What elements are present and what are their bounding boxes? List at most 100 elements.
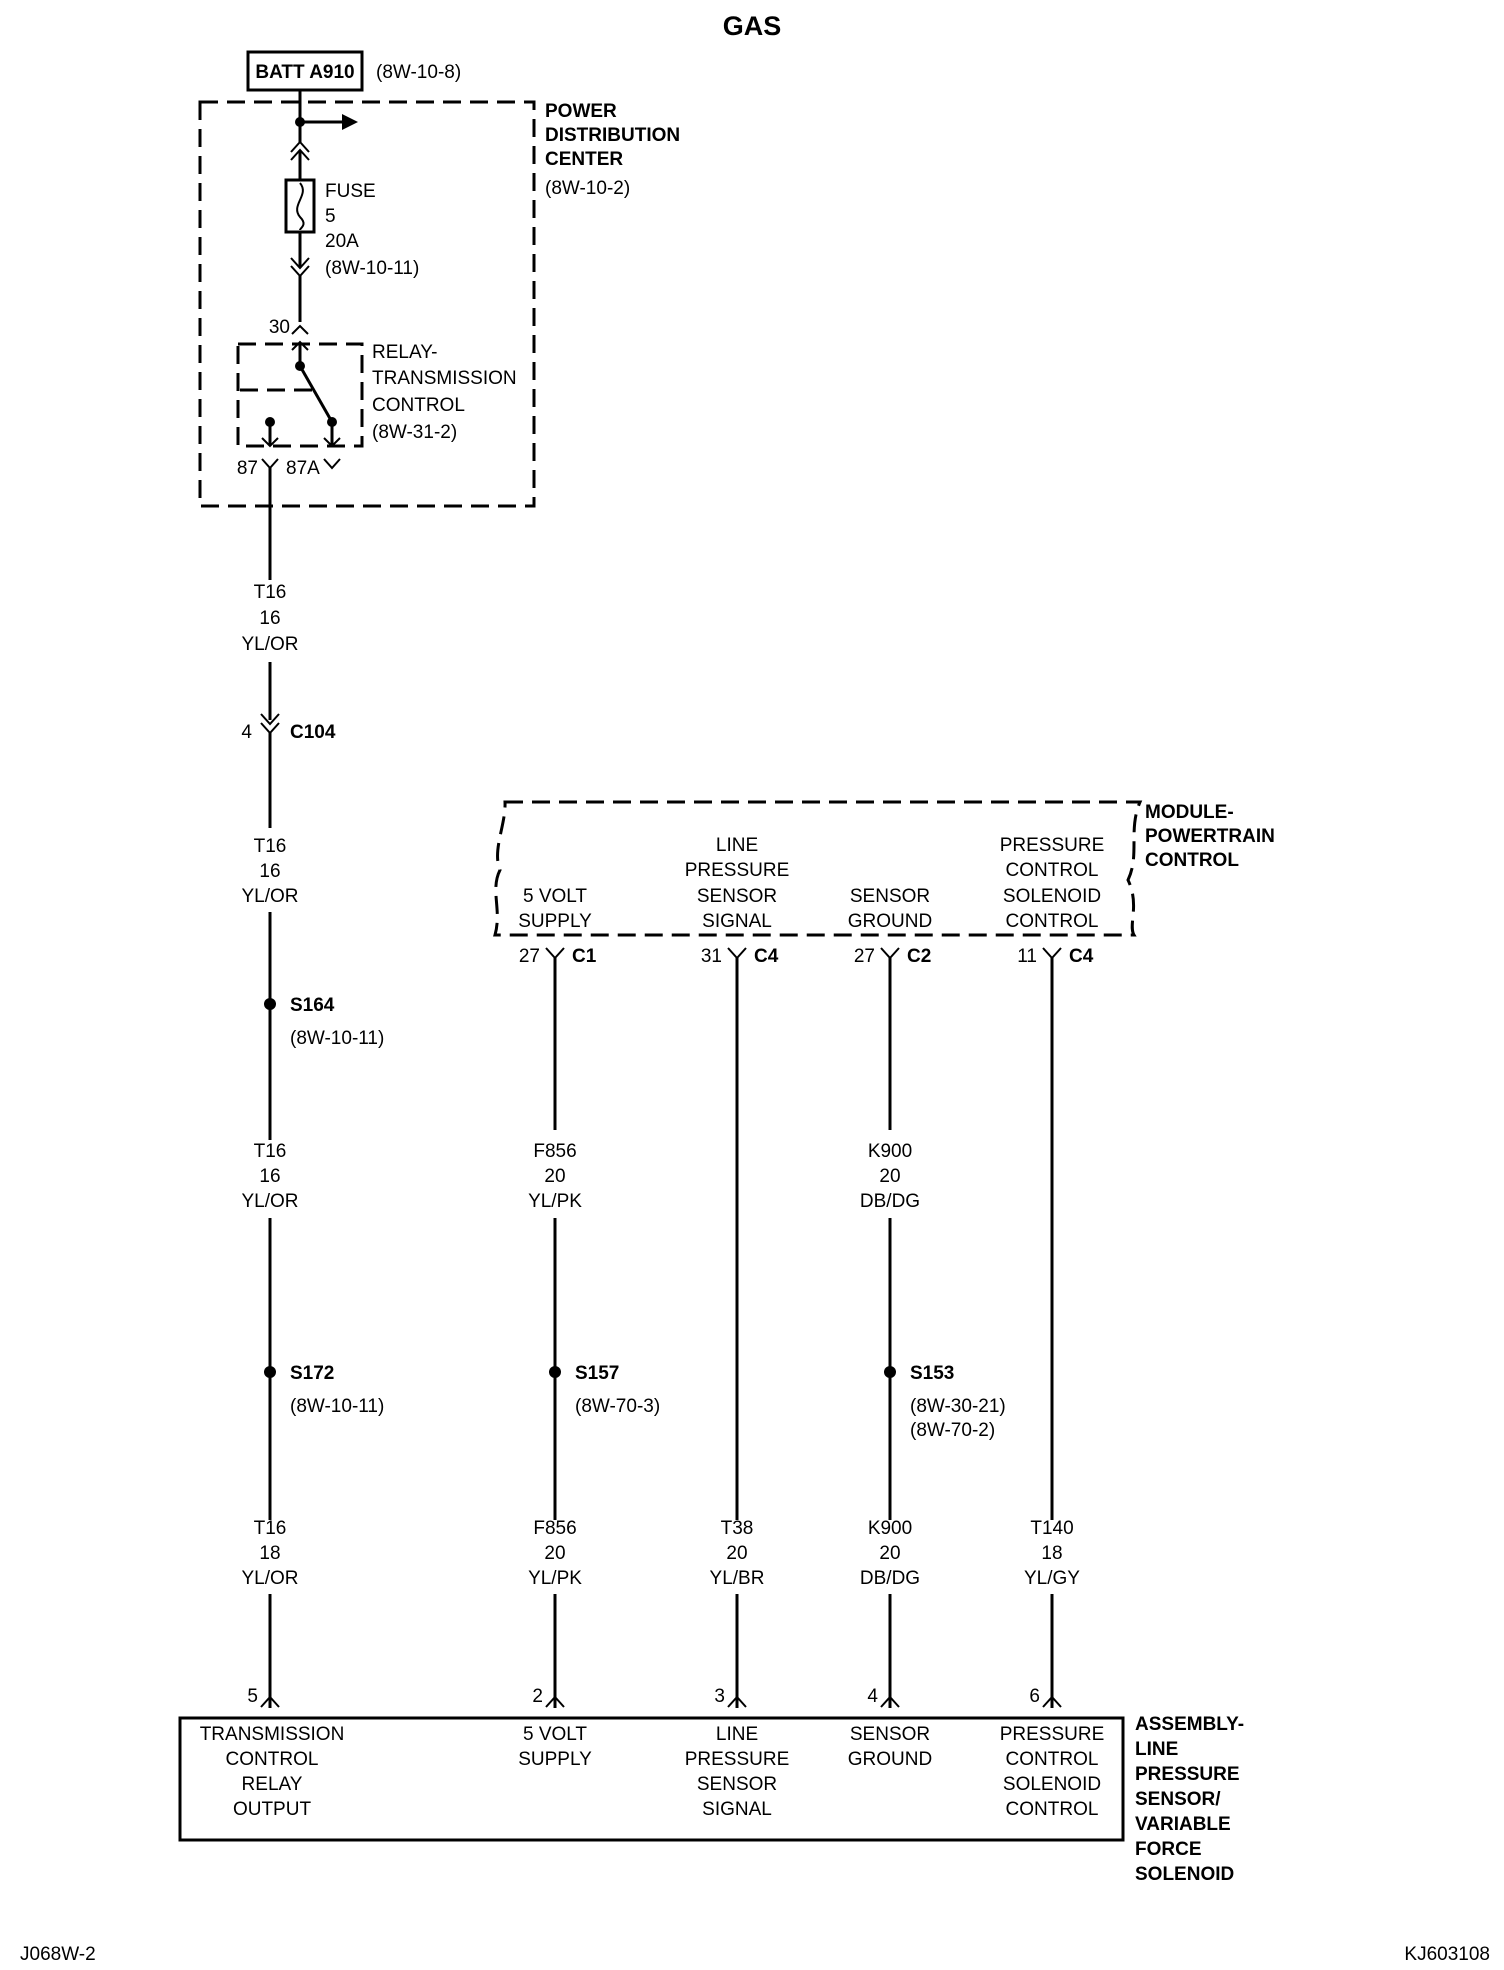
s172-name: S172 [290, 1363, 334, 1384]
relay-pin-30: 30 [269, 317, 290, 338]
pcm-conn-c4b: C4 [1069, 946, 1094, 967]
t16-seg3-gauge: 16 [259, 1166, 280, 1187]
asm-tcr-label-1: TRANSMISSION [200, 1724, 345, 1745]
asm-5v-label-2: SUPPLY [518, 1749, 592, 1770]
f856-bot-name: F856 [533, 1518, 576, 1539]
pcm-sg-label-2: GROUND [848, 911, 932, 932]
s157-ref: (8W-70-3) [575, 1396, 660, 1417]
k900-top-name: K900 [868, 1141, 912, 1162]
t16-seg3-name: T16 [254, 1141, 287, 1162]
pcm-conn-c1: C1 [572, 946, 597, 967]
pcm-box [493, 800, 1143, 937]
asm-lps-label-2: PRESSURE [685, 1749, 790, 1770]
k900-top-gauge: 20 [879, 1166, 900, 1187]
asm-title-3: PRESSURE [1135, 1764, 1240, 1785]
fuse-label-4: (8W-10-11) [325, 258, 419, 279]
asm-pin-6: 6 [1029, 1686, 1040, 1707]
relay-label-2: TRANSMISSION [372, 368, 517, 389]
pcm-5v-label-2: SUPPLY [518, 911, 592, 932]
pcm-pcs-label-2: CONTROL [1006, 860, 1099, 881]
t16-seg4-name: T16 [254, 1518, 287, 1539]
asm-sg-label-1: SENSOR [850, 1724, 930, 1745]
f856-top-color: YL/PK [528, 1191, 582, 1212]
asm-pin-3: 3 [714, 1686, 725, 1707]
t16-seg1-color: YL/OR [241, 634, 298, 655]
t16-seg3-color: YL/OR [241, 1191, 298, 1212]
pcm-title-2: POWERTRAIN [1145, 826, 1275, 847]
t140-gauge: 18 [1041, 1543, 1062, 1564]
t16-seg4-gauge: 18 [259, 1543, 280, 1564]
footer-right: KJ603108 [1404, 1944, 1490, 1965]
c104-name: C104 [290, 722, 336, 743]
asm-pcs-label-3: SOLENOID [1003, 1774, 1101, 1795]
assembly-box [178, 1716, 1125, 1842]
k900-bot-color: DB/DG [860, 1568, 920, 1589]
asm-pcs-label-1: PRESSURE [1000, 1724, 1105, 1745]
s153-ref-2: (8W-70-2) [910, 1420, 995, 1441]
s164-ref: (8W-10-11) [290, 1028, 384, 1049]
f856-top-gauge: 20 [544, 1166, 565, 1187]
fuse-label-3: 20A [325, 231, 359, 252]
asm-tcr-label-3: RELAY [242, 1774, 303, 1795]
t38-color: YL/BR [710, 1568, 765, 1589]
pdc-title-3: CENTER [545, 149, 623, 170]
pcm-lps-label-2: PRESSURE [685, 860, 790, 881]
pcm-5v-label-1: 5 VOLT [523, 886, 587, 907]
relay-label-3: CONTROL [372, 395, 465, 416]
splice-s172 [264, 1366, 276, 1378]
asm-sg-label-2: GROUND [848, 1749, 932, 1770]
asm-title-4: SENSOR/ [1135, 1789, 1221, 1810]
t16-seg1-name: T16 [254, 582, 287, 603]
s172-ref: (8W-10-11) [290, 1396, 384, 1417]
t16-seg4-color: YL/OR [241, 1568, 298, 1589]
asm-pin-4: 4 [867, 1686, 878, 1707]
pcm-pin-27b: 27 [854, 946, 875, 967]
asm-tcr-label-2: CONTROL [226, 1749, 319, 1770]
asm-pcs-label-2: CONTROL [1006, 1749, 1099, 1770]
relay-label-1: RELAY- [372, 342, 437, 363]
relay-pin-87a: 87A [286, 458, 320, 479]
t16-seg1-gauge: 16 [259, 608, 280, 629]
splice-s157 [549, 1366, 561, 1378]
asm-lps-label-3: SENSOR [697, 1774, 777, 1795]
t140-name: T140 [1030, 1518, 1073, 1539]
k900-top-color: DB/DG [860, 1191, 920, 1212]
f856-bot-color: YL/PK [528, 1568, 582, 1589]
pcm-pin-11: 11 [1017, 946, 1037, 967]
t16-seg2-name: T16 [254, 836, 287, 857]
batt-ref: (8W-10-8) [376, 62, 461, 83]
splice-s164 [264, 998, 276, 1010]
t38-name: T38 [721, 1518, 754, 1539]
pcm-title-3: CONTROL [1145, 850, 1239, 871]
t16-seg2-color: YL/OR [241, 886, 298, 907]
asm-pin-2: 2 [532, 1686, 543, 1707]
bus-arrow [342, 114, 358, 130]
pdc-title-2: DISTRIBUTION [545, 125, 680, 146]
f856-bot-gauge: 20 [544, 1543, 565, 1564]
fuse-label-1: FUSE [325, 181, 376, 202]
pcm-pin-31: 31 [701, 946, 722, 967]
pcm-lps-label-4: SIGNAL [702, 911, 772, 932]
asm-tcr-label-4: OUTPUT [233, 1799, 312, 1820]
asm-lps-label-1: LINE [716, 1724, 758, 1745]
pcm-conn-c4a: C4 [754, 946, 779, 967]
asm-title-2: LINE [1135, 1739, 1178, 1760]
pdc-ref: (8W-10-2) [545, 178, 630, 199]
relay-label-4: (8W-31-2) [372, 422, 457, 443]
asm-5v-label-1: 5 VOLT [523, 1724, 587, 1745]
asm-lps-label-4: SIGNAL [702, 1799, 772, 1820]
t140-color: YL/GY [1024, 1568, 1080, 1589]
pcm-lps-label-3: SENSOR [697, 886, 777, 907]
k900-bot-gauge: 20 [879, 1543, 900, 1564]
s157-name: S157 [575, 1363, 619, 1384]
fuse-box [284, 178, 316, 234]
batt-label: BATT A910 [255, 62, 354, 83]
footer-left: J068W-2 [20, 1944, 96, 1965]
pcm-title-1: MODULE- [1145, 802, 1234, 823]
pcm-pcs-label-4: CONTROL [1006, 911, 1099, 932]
s164-name: S164 [290, 995, 335, 1016]
s153-name: S153 [910, 1363, 954, 1384]
pcm-conn-c2: C2 [907, 946, 931, 967]
pdc-box [198, 100, 536, 508]
pcm-pcs-label-1: PRESSURE [1000, 835, 1105, 856]
